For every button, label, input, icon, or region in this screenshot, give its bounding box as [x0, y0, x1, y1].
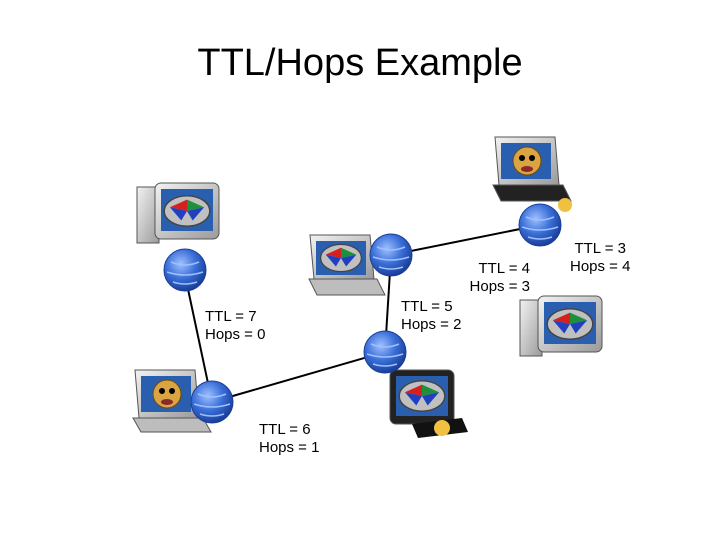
hops-label: Hops = 0	[205, 326, 266, 343]
hops-label: Hops = 1	[259, 439, 320, 456]
desktop-computer-icon	[519, 295, 603, 357]
link-n1-n2	[211, 351, 386, 403]
ttl-label: TTL = 3	[574, 240, 627, 257]
globe-icon	[369, 233, 413, 277]
ttl-label: TTL = 4	[478, 260, 530, 277]
globe-icon	[163, 248, 207, 292]
ttl-label: TTL = 5	[401, 298, 453, 315]
ttl-hops-label-n4: TTL = 3 Hops = 4	[570, 240, 630, 276]
link-n0-n1	[184, 274, 213, 403]
hops-label: Hops = 3	[469, 278, 530, 295]
cd-drive-computer-icon	[389, 369, 468, 438]
ttl-hops-label-n2: TTL = 5 Hops = 2	[401, 298, 461, 334]
hops-label: Hops = 2	[401, 316, 462, 333]
ttl-label: TTL = 7	[205, 308, 257, 325]
ttl-hops-label-n1: TTL = 6 Hops = 1	[259, 421, 319, 457]
laptop-computer-icon	[132, 369, 212, 433]
link-n3-n4	[390, 224, 541, 256]
ttl-label: TTL = 6	[259, 421, 311, 438]
page-title: TTL/Hops Example	[197, 42, 523, 84]
ttl-hops-label-n3: TTL = 4 Hops = 3	[455, 260, 530, 296]
desktop-computer-icon	[136, 182, 220, 244]
laptop-computer-icon	[492, 136, 572, 212]
ttl-hops-label-n0: TTL = 7 Hops = 0	[205, 308, 265, 344]
globe-icon	[190, 380, 234, 424]
globe-icon	[363, 330, 407, 374]
laptop-computer-icon	[308, 234, 386, 296]
hops-label: Hops = 4	[570, 258, 631, 275]
globe-icon	[518, 203, 562, 247]
